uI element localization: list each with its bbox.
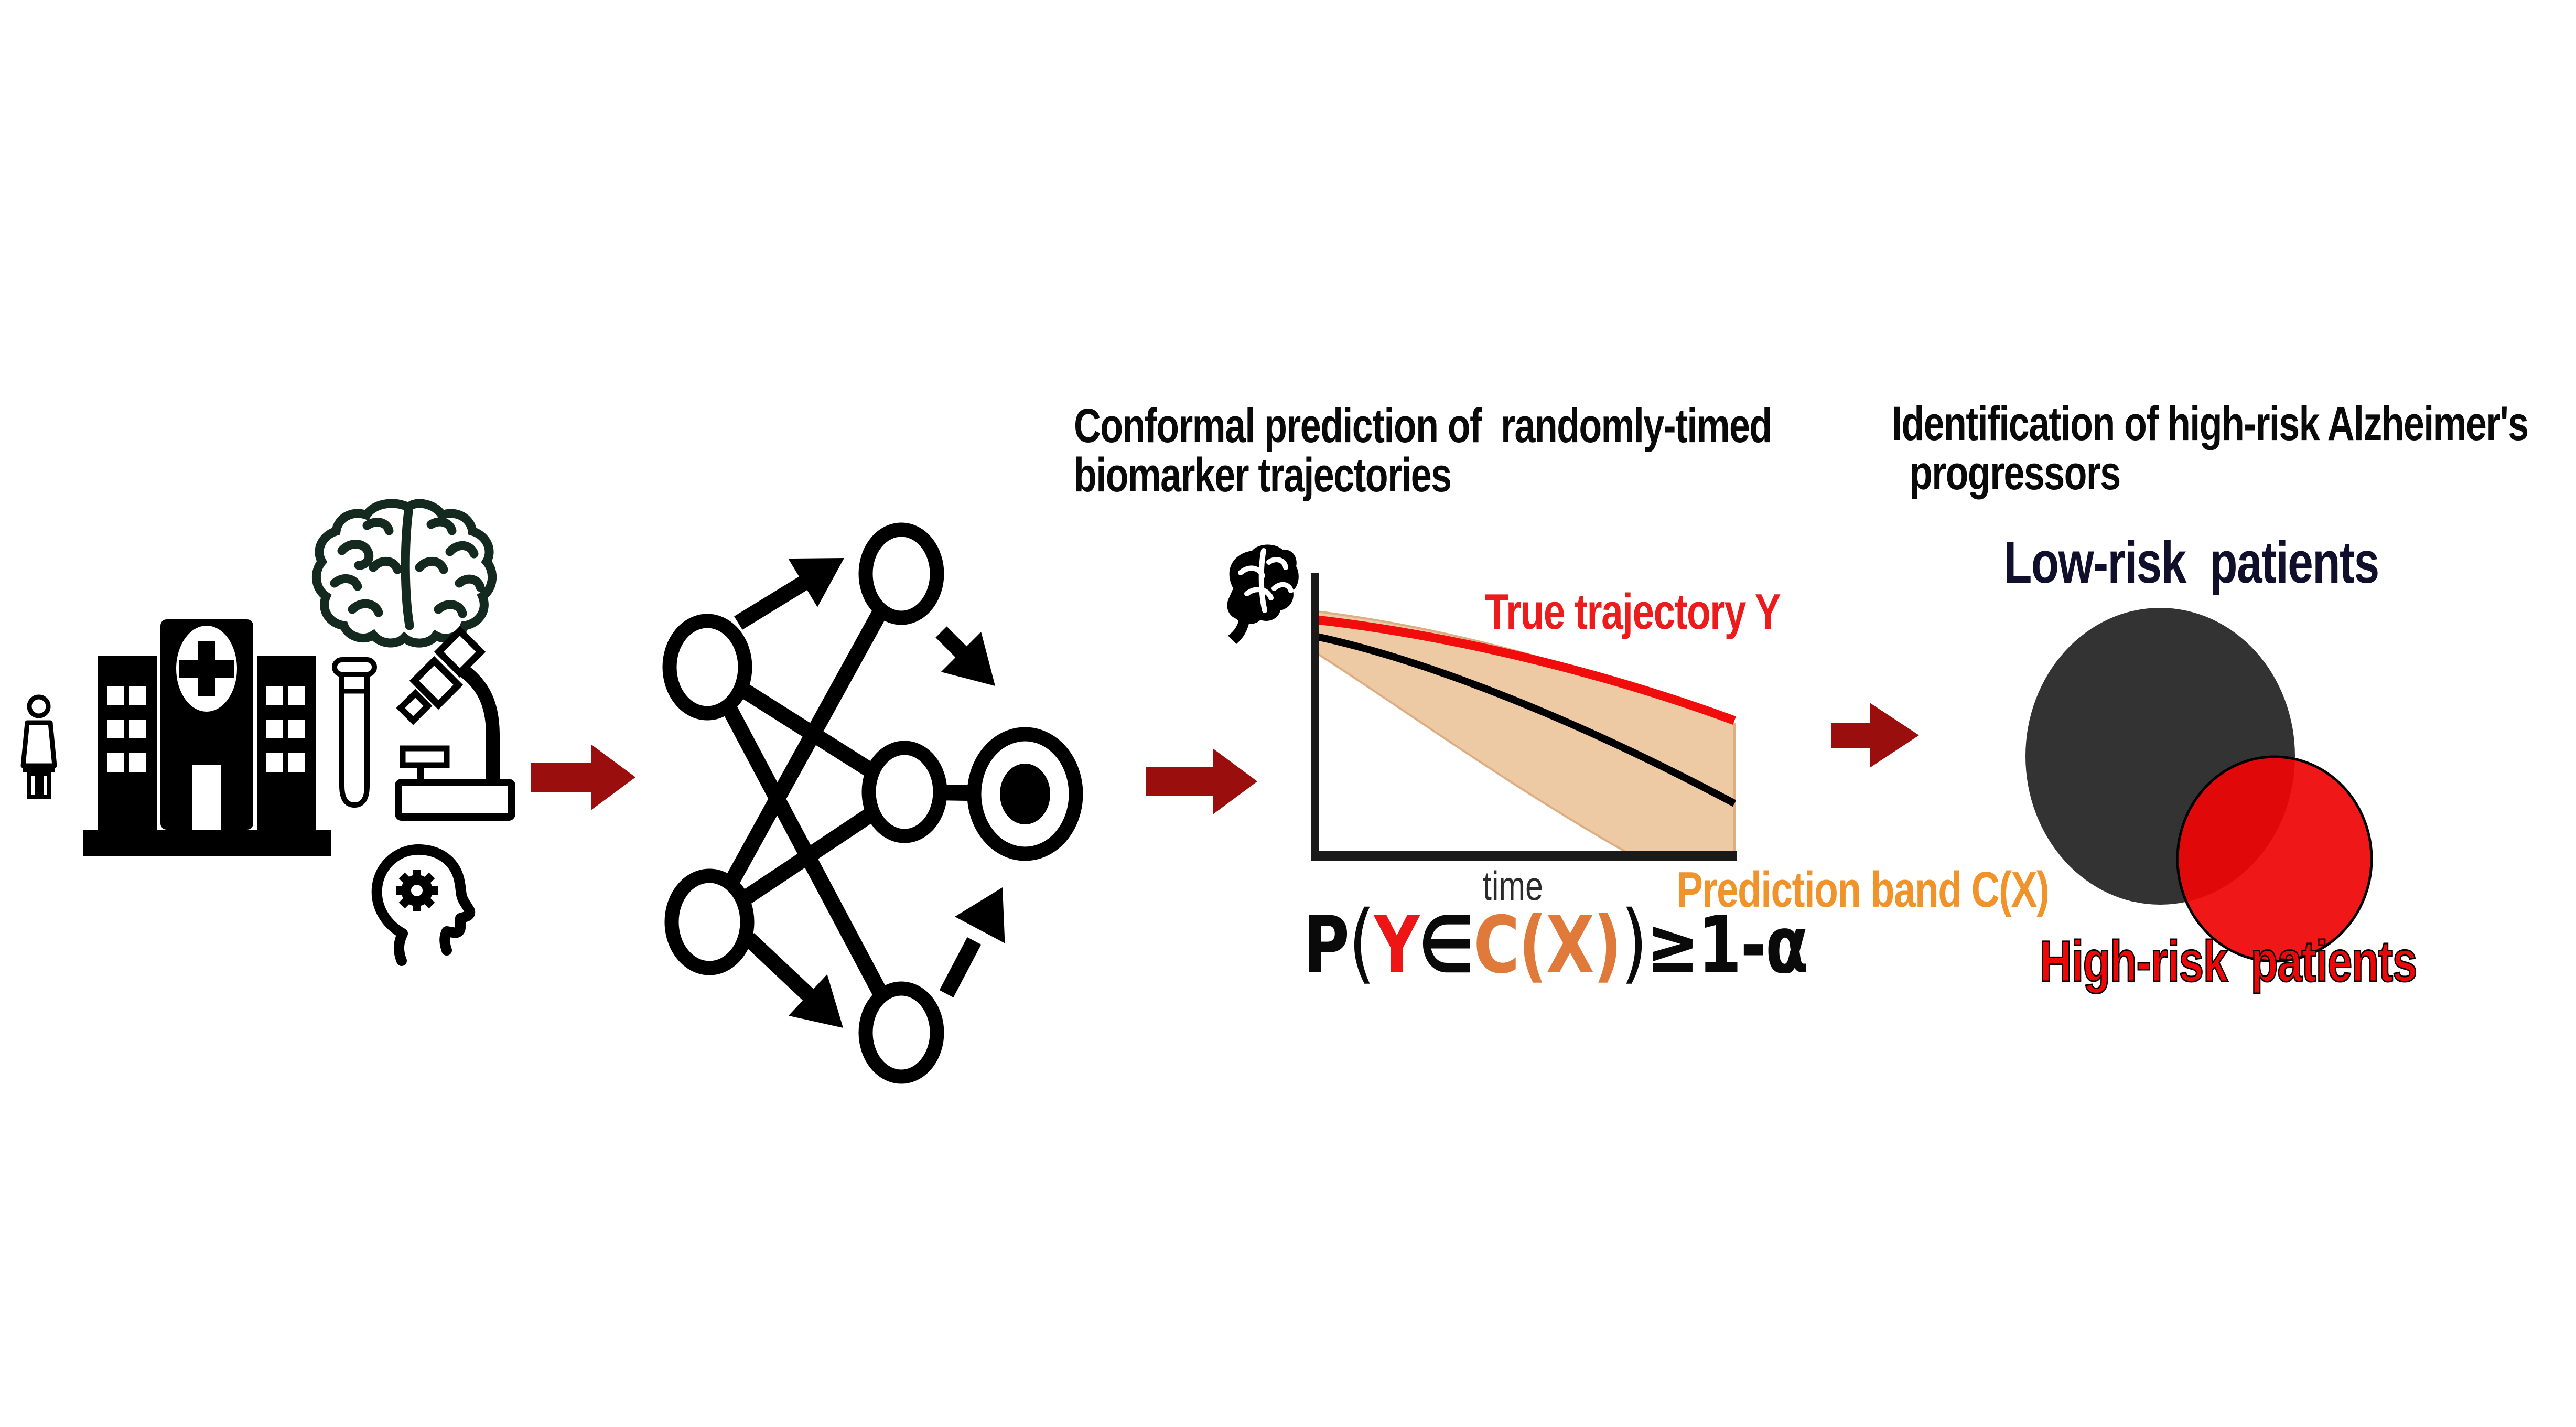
- nn-nodes: [662, 522, 1083, 1084]
- formula-cx: C(X): [1473, 900, 1622, 991]
- high-risk-label: High-risk patients: [2039, 929, 2418, 994]
- neural-network-icon: [662, 522, 1083, 1084]
- formula-element-of: ∈: [1418, 900, 1475, 991]
- coverage-formula: P(Y∈C(X))≥1-α: [1303, 897, 1808, 991]
- head-gear-icon: [371, 844, 476, 966]
- conformal-title-line1: Conformal prediction of randomly-timed: [1074, 399, 1772, 453]
- true-trajectory-label: True trajectory Y: [1485, 584, 1781, 640]
- gear-icon: [396, 870, 438, 911]
- hospital-icon: [83, 619, 331, 856]
- formula-tail: ≥1-α: [1646, 900, 1808, 991]
- formula-y: Y: [1374, 900, 1420, 991]
- person-icon: [20, 694, 57, 799]
- nn-arrows: [734, 558, 1005, 1028]
- formula-p: P: [1303, 900, 1350, 991]
- time-axis-label: time: [1483, 863, 1543, 909]
- conformal-title-line2: biomarker trajectories: [1074, 448, 1452, 502]
- arrow-right-icon: [531, 744, 635, 810]
- formula-open-paren: (: [1348, 892, 1376, 993]
- trajectory-plot: [1311, 573, 1737, 861]
- high-risk-circle: [2176, 755, 2373, 963]
- prediction-band: [1316, 610, 1736, 854]
- predicted-trajectory-line: [1316, 633, 1737, 807]
- formula-close-paren: ): [1621, 892, 1648, 993]
- arrow-right-icon: [1831, 703, 1919, 768]
- low-risk-label: Low-risk patients: [2004, 530, 2379, 595]
- hospital-windows: [107, 686, 305, 772]
- arrow-right-icon: [1146, 748, 1257, 814]
- identification-title-line1: Identification of high-risk Alzheimer's: [1892, 397, 2529, 450]
- brain-icon-small: [1227, 544, 1299, 644]
- test-tube-icon: [332, 657, 377, 808]
- brain-icon: [311, 499, 497, 648]
- microscope-icon: [395, 626, 515, 821]
- nn-output-node: [1000, 764, 1050, 824]
- identification-title-line2: progressors: [1910, 446, 2121, 500]
- prediction-band-label: Prediction band C(X): [1677, 862, 2050, 918]
- true-trajectory-line: [1317, 615, 1736, 725]
